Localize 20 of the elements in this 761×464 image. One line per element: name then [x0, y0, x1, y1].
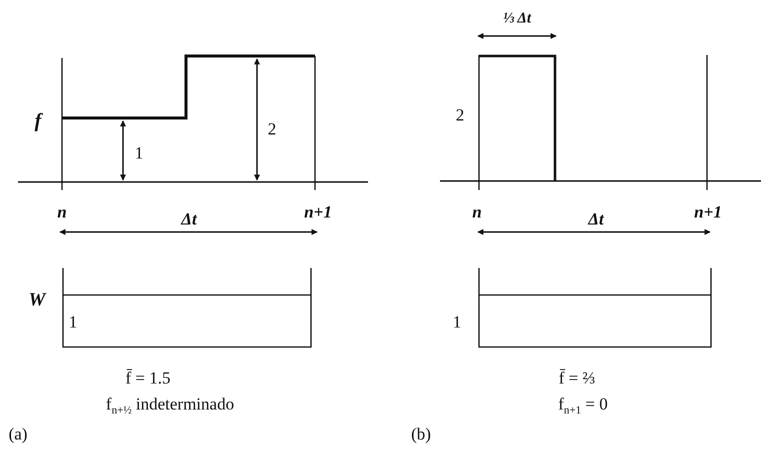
value-label: 2 [454, 106, 466, 124]
interval-label: Δt [180, 210, 198, 228]
formula-text: f̄ = 1.5 [124, 368, 172, 388]
axis-label: n+1 [693, 202, 723, 222]
formula-text: f$_{n+½}$ indeterminado [104, 394, 236, 418]
value-label: 1 [134, 144, 144, 162]
formula-text: f$_{n+1}$ = 0 [557, 394, 609, 418]
value-label: 1 [68, 312, 78, 332]
panel-label: (b) [410, 424, 432, 444]
interval-label: ⅓ Δt [502, 10, 532, 28]
interval-label: Δt [587, 210, 605, 228]
formula-text: f̄ = ⅔ [558, 368, 596, 388]
value-label: 1 [452, 312, 462, 332]
variable-label: f [34, 110, 42, 132]
panel-label: (a) [8, 424, 28, 444]
axis-label: n [471, 202, 483, 222]
variable-label: W [28, 290, 46, 310]
axis-label: n+1 [303, 202, 333, 222]
value-label: 2 [266, 120, 278, 138]
axis-label: n [56, 202, 68, 222]
